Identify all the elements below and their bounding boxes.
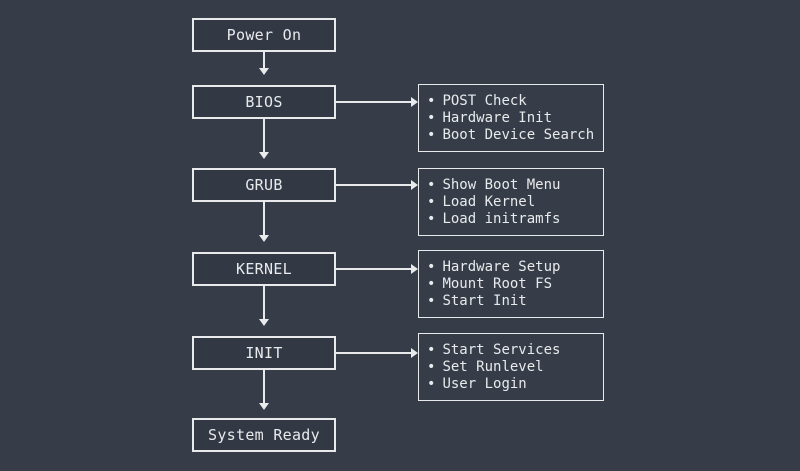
bullet-icon: • (427, 258, 436, 275)
bullet-icon: • (427, 92, 436, 109)
detail-item: • Load Kernel (427, 194, 603, 211)
arrow-line (336, 101, 411, 103)
arrow-line (263, 202, 265, 235)
arrow-right-icon (411, 180, 418, 190)
detail-text: Load Kernel (442, 193, 536, 210)
stage-box-grub: GRUB (192, 168, 336, 202)
bullet-icon: • (427, 292, 436, 309)
detail-text: Hardware Setup (442, 258, 561, 275)
detail-text: User Login (442, 375, 527, 392)
detail-item: • User Login (427, 376, 603, 393)
detail-text: Show Boot Menu (442, 176, 561, 193)
details-box-grub: • Show Boot Menu • Load Kernel • Load in… (418, 168, 604, 236)
detail-arrow-init (336, 348, 418, 358)
arrow-line (336, 268, 411, 270)
stage-label-grub: GRUB (245, 176, 283, 194)
bullet-icon: • (427, 375, 436, 392)
stage-label-kernel: KERNEL (236, 260, 292, 278)
details-box-init: • Start Services • Set Runlevel • User L… (418, 333, 604, 401)
flow-arrow-power-on-to-bios (259, 51, 269, 75)
detail-item: • Mount Root FS (427, 276, 603, 293)
arrow-right-icon (411, 348, 418, 358)
arrow-line (263, 370, 265, 403)
stage-label-power-on: Power On (226, 26, 302, 44)
bullet-icon: • (427, 358, 436, 375)
detail-text: Start Services (442, 341, 561, 358)
detail-text: Set Runlevel (442, 358, 544, 375)
detail-item: • Start Services (427, 342, 603, 359)
stage-box-kernel: KERNEL (192, 252, 336, 286)
stage-label-init: INIT (245, 344, 283, 362)
detail-text: Mount Root FS (442, 275, 553, 292)
bullet-icon: • (427, 176, 436, 193)
detail-text: Hardware Init (442, 109, 553, 126)
detail-text: Start Init (442, 292, 527, 309)
bullet-icon: • (427, 210, 436, 227)
detail-item: • Hardware Setup (427, 259, 603, 276)
stage-box-init: INIT (192, 336, 336, 370)
details-box-bios: • POST Check • Hardware Init • Boot Devi… (418, 84, 604, 152)
flow-arrow-kernel-to-init (259, 286, 269, 326)
detail-arrow-grub (336, 180, 418, 190)
arrow-line (263, 119, 265, 152)
detail-item: • POST Check (427, 93, 603, 110)
bullet-icon: • (427, 341, 436, 358)
detail-item: • Show Boot Menu (427, 177, 603, 194)
detail-text: Boot Device Search (442, 126, 595, 143)
stage-box-system-ready: System Ready (192, 418, 336, 452)
detail-arrow-bios (336, 97, 418, 107)
details-box-kernel: • Hardware Setup • Mount Root FS • Start… (418, 250, 604, 318)
stage-label-system-ready: System Ready (208, 426, 320, 444)
stage-box-power-on: Power On (192, 18, 336, 52)
arrow-line (336, 184, 411, 186)
arrow-line (263, 51, 265, 68)
bullet-icon: • (427, 109, 436, 126)
arrow-down-icon (259, 235, 269, 242)
arrow-down-icon (259, 403, 269, 410)
detail-item: • Hardware Init (427, 110, 603, 127)
stage-label-bios: BIOS (245, 93, 283, 111)
bullet-icon: • (427, 126, 436, 143)
bullet-icon: • (427, 275, 436, 292)
flow-arrow-bios-to-grub (259, 119, 269, 159)
detail-item: • Start Init (427, 293, 603, 310)
flow-arrow-init-to-system-ready (259, 370, 269, 410)
detail-item: • Load initramfs (427, 211, 603, 228)
arrow-line (336, 352, 411, 354)
detail-item: • Set Runlevel (427, 359, 603, 376)
arrow-line (263, 286, 265, 319)
arrow-down-icon (259, 152, 269, 159)
stage-box-bios: BIOS (192, 85, 336, 119)
detail-arrow-kernel (336, 264, 418, 274)
detail-text: Load initramfs (442, 210, 561, 227)
arrow-down-icon (259, 319, 269, 326)
detail-text: POST Check (442, 92, 527, 109)
bullet-icon: • (427, 193, 436, 210)
arrow-down-icon (259, 68, 269, 75)
flow-arrow-grub-to-kernel (259, 202, 269, 242)
detail-item: • Boot Device Search (427, 127, 603, 144)
arrow-right-icon (411, 264, 418, 274)
arrow-right-icon (411, 97, 418, 107)
